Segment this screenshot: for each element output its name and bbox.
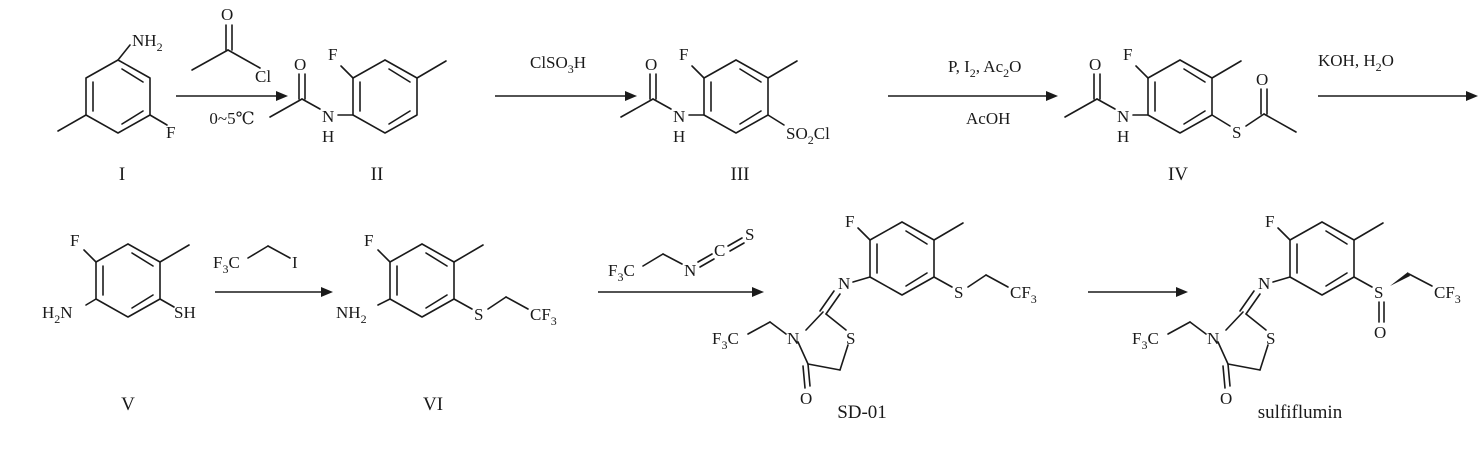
group-F3C: F3C — [1132, 329, 1159, 352]
atom-S: S — [1232, 123, 1241, 142]
compound-III-structure: F O N H SO2Cl — [620, 45, 830, 147]
atom-H: H — [322, 127, 334, 146]
arrow-step-3 — [888, 91, 1058, 101]
group-CF3: CF3 — [530, 305, 557, 328]
reagent-trifluoroethyl-isothiocyanate: F3C N C S — [608, 225, 754, 284]
atom-H: H — [673, 127, 685, 146]
atom-O: O — [1374, 323, 1386, 342]
atom-N: N — [838, 274, 850, 293]
atom-F: F — [679, 45, 688, 64]
atom-I: I — [292, 253, 298, 272]
atom-SO2Cl: SO2Cl — [786, 124, 830, 147]
group-CF3: CF3 — [1010, 283, 1037, 306]
compound-IV-structure: F O N H S O — [1064, 45, 1297, 146]
atom-NH2: NH2 — [336, 303, 367, 326]
atom-F: F — [328, 45, 337, 64]
atom-H2N: H2N — [42, 303, 73, 326]
compound-VI-structure: F NH2 S CF3 — [336, 231, 557, 328]
label-compound-III: III — [731, 164, 750, 185]
reagent-P-I2-Ac2O: P, I2, Ac2O — [948, 57, 1021, 80]
label-compound-sulfiflumin: sulfiflumin — [1258, 402, 1343, 423]
arrow-step-2 — [495, 91, 637, 101]
atom-F: F — [364, 231, 373, 250]
wedge-bond — [1390, 272, 1410, 286]
label-compound-IV: IV — [1168, 164, 1188, 185]
atom-H: H — [1117, 127, 1129, 146]
atom-O: O — [1256, 70, 1268, 89]
compound-II-structure: F O N H — [269, 45, 447, 146]
arrow-step-4 — [1318, 91, 1478, 101]
methyl-bond — [57, 114, 87, 132]
atom-N: N — [787, 329, 799, 348]
group-F3C: F3C — [213, 253, 240, 276]
compound-I-structure: NH2 F — [57, 31, 175, 142]
ring-bond — [85, 59, 151, 134]
atom-N: N — [1258, 274, 1270, 293]
compound-V-structure: F H2N SH — [42, 231, 196, 326]
nh2-bond — [117, 44, 131, 61]
atom-O: O — [645, 55, 657, 74]
atom-N: N — [1117, 107, 1129, 126]
solvent-AcOH: AcOH — [966, 109, 1010, 128]
arrow-step-5 — [215, 287, 333, 297]
atom-F: F — [1123, 45, 1132, 64]
atom-Cl: Cl — [255, 67, 271, 86]
atom-C: C — [714, 241, 725, 260]
atom-O: O — [294, 55, 306, 74]
atom-S: S — [846, 329, 855, 348]
reagent-acetyl-chloride: O Cl — [191, 5, 271, 86]
atom-S: S — [1374, 283, 1383, 302]
arrow-step-6 — [598, 287, 764, 297]
label-compound-SD01: SD-01 — [837, 402, 887, 423]
atom-O: O — [1089, 55, 1101, 74]
atom-S: S — [954, 283, 963, 302]
atom-S: S — [745, 225, 754, 244]
label-compound-II: II — [371, 164, 384, 185]
atom-N: N — [1207, 329, 1219, 348]
reagent-KOH-H2O: KOH, H2O — [1318, 51, 1394, 74]
reagent-chlorosulfonic-acid: ClSO3H — [530, 53, 586, 76]
arrow-step-1 — [176, 91, 288, 101]
label-compound-I: I — [119, 164, 125, 185]
atom-O: O — [221, 5, 233, 24]
atom-SH: SH — [174, 303, 196, 322]
atom-F: F — [845, 212, 854, 231]
atom-O: O — [800, 389, 812, 408]
group-CF3: CF3 — [1434, 283, 1461, 306]
label-compound-VI: VI — [423, 394, 443, 415]
atom-F: F — [1265, 212, 1274, 231]
arrow-step-7 — [1088, 287, 1188, 297]
condition-temperature: 0~5℃ — [209, 109, 254, 128]
atom-S: S — [474, 305, 483, 324]
atom-NH2: NH2 — [132, 31, 163, 54]
group-F3C: F3C — [712, 329, 739, 352]
atom-O: O — [1220, 389, 1232, 408]
compound-sulfiflumin-structure: F N S O CF3 N S F3C O — [1132, 212, 1461, 408]
atom-N: N — [322, 107, 334, 126]
atom-N: N — [673, 107, 685, 126]
label-compound-V: V — [121, 394, 135, 415]
atom-F: F — [70, 231, 79, 250]
compound-SD01-structure: F N S CF3 N S F3C O — [712, 212, 1037, 408]
atom-N: N — [684, 261, 696, 280]
atom-S: S — [1266, 329, 1275, 348]
atom-F: F — [166, 123, 175, 142]
f-bond — [149, 114, 168, 126]
group-F3C: F3C — [608, 261, 635, 284]
reagent-trifluoroethyl-iodide: F3C I — [213, 245, 298, 276]
